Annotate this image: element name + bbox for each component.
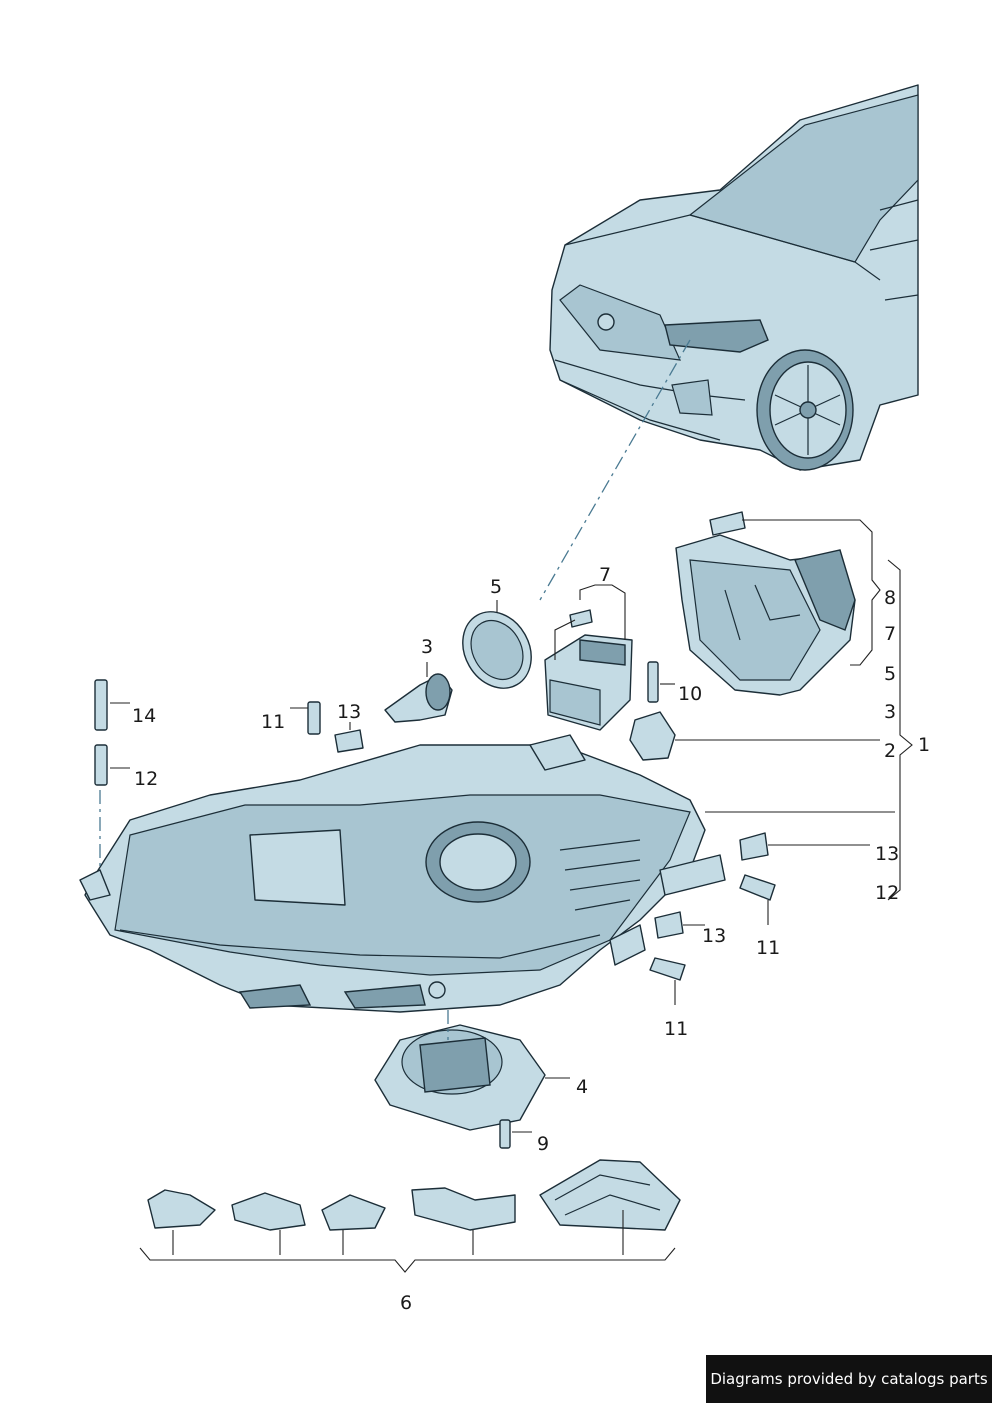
- part-3-socket: [384, 673, 453, 723]
- callout-3: 3: [421, 636, 434, 658]
- callout-11-right: 11: [756, 937, 781, 959]
- callout-7: 7: [599, 564, 612, 586]
- callout-1: 1: [918, 734, 931, 756]
- callout-12-right: 12: [875, 882, 900, 904]
- callout-6: 6: [400, 1292, 413, 1314]
- part-2-adjuster: [629, 661, 676, 761]
- callout-10: 10: [678, 683, 703, 705]
- callout-4: 4: [576, 1076, 589, 1098]
- callout-11-top: 11: [261, 711, 286, 733]
- vehicle-illustration: [549, 84, 919, 471]
- vehicle-reference-line: [539, 339, 691, 601]
- part-5-cap: [462, 611, 532, 689]
- callout-3-list: 3: [884, 701, 897, 723]
- callout-13-mid: 13: [702, 925, 727, 947]
- callout-2: 2: [884, 740, 897, 762]
- callout-9: 9: [537, 1133, 550, 1155]
- fastener-screws: [94, 679, 776, 1149]
- part-6-brackets: [147, 1159, 681, 1231]
- leader-lines: [99, 519, 913, 1273]
- headlight-rear-housing: [675, 511, 856, 696]
- part-7-module: [544, 609, 633, 731]
- callout-13-right: 13: [875, 843, 900, 865]
- credit-banner: Diagrams provided by catalogs parts: [706, 1355, 992, 1403]
- callout-12-left: 12: [134, 768, 159, 790]
- callout-7-list: 7: [884, 623, 897, 645]
- callout-13-top: 13: [337, 701, 362, 723]
- callout-11-bottom: 11: [664, 1018, 689, 1040]
- callout-5-list: 5: [884, 663, 897, 685]
- callout-5: 5: [490, 576, 503, 598]
- callout-8: 8: [884, 587, 897, 609]
- callout-14: 14: [132, 705, 157, 727]
- headlight-assembly: [79, 734, 726, 1013]
- part-4-control-unit: [374, 1024, 546, 1131]
